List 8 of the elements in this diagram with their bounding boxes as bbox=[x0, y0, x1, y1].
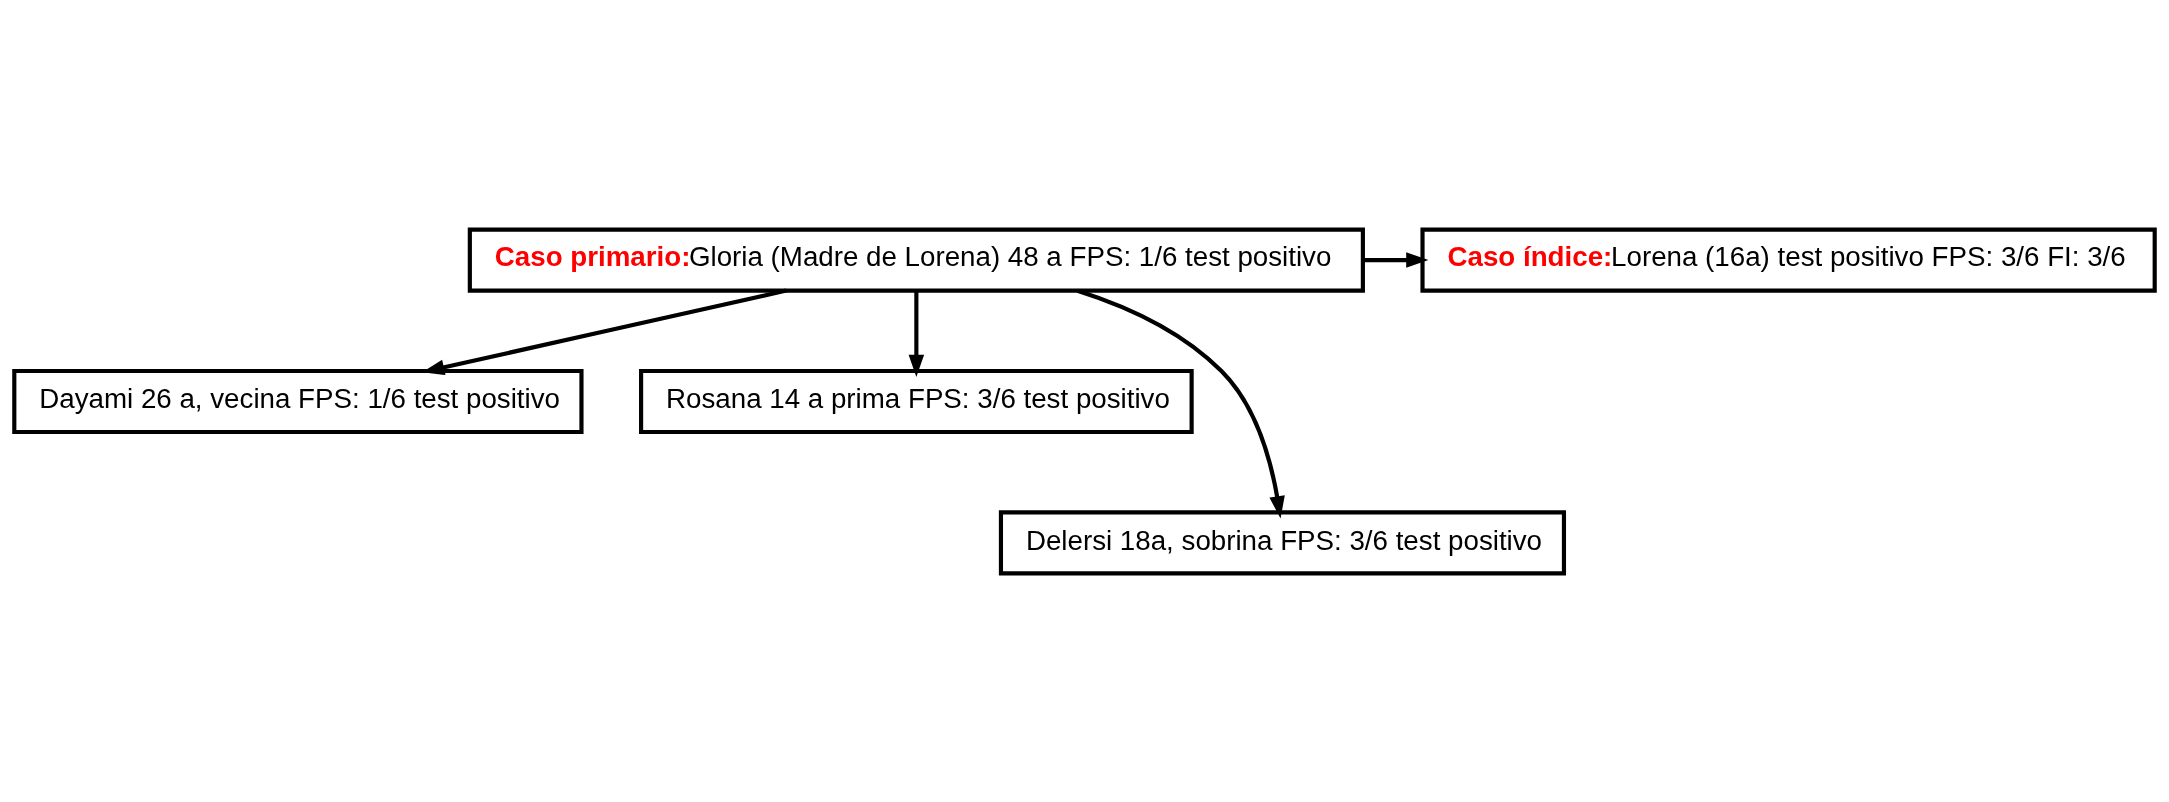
node-box: Caso primario:Gloria (Madre de Lorena) 48 a FPS: 1/6 test positivo bbox=[467, 226, 1365, 293]
arrow bbox=[908, 290, 925, 377]
node-box: Rosana 14 a prima FPS: 3/6 test positivo bbox=[639, 368, 1194, 434]
arrow bbox=[1363, 251, 1429, 268]
node-box: Caso índice:Lorena (16a) test positivo FPS: 3/6 FI: 3/6 bbox=[1420, 226, 2157, 293]
node-box: Delersi 18a, sobrina FPS: 3/6 test positivo bbox=[998, 509, 1567, 576]
arrow bbox=[1076, 288, 1285, 518]
node-box: Dayami 26 a, vecina FPS: 1/6 test positivo bbox=[12, 368, 584, 434]
